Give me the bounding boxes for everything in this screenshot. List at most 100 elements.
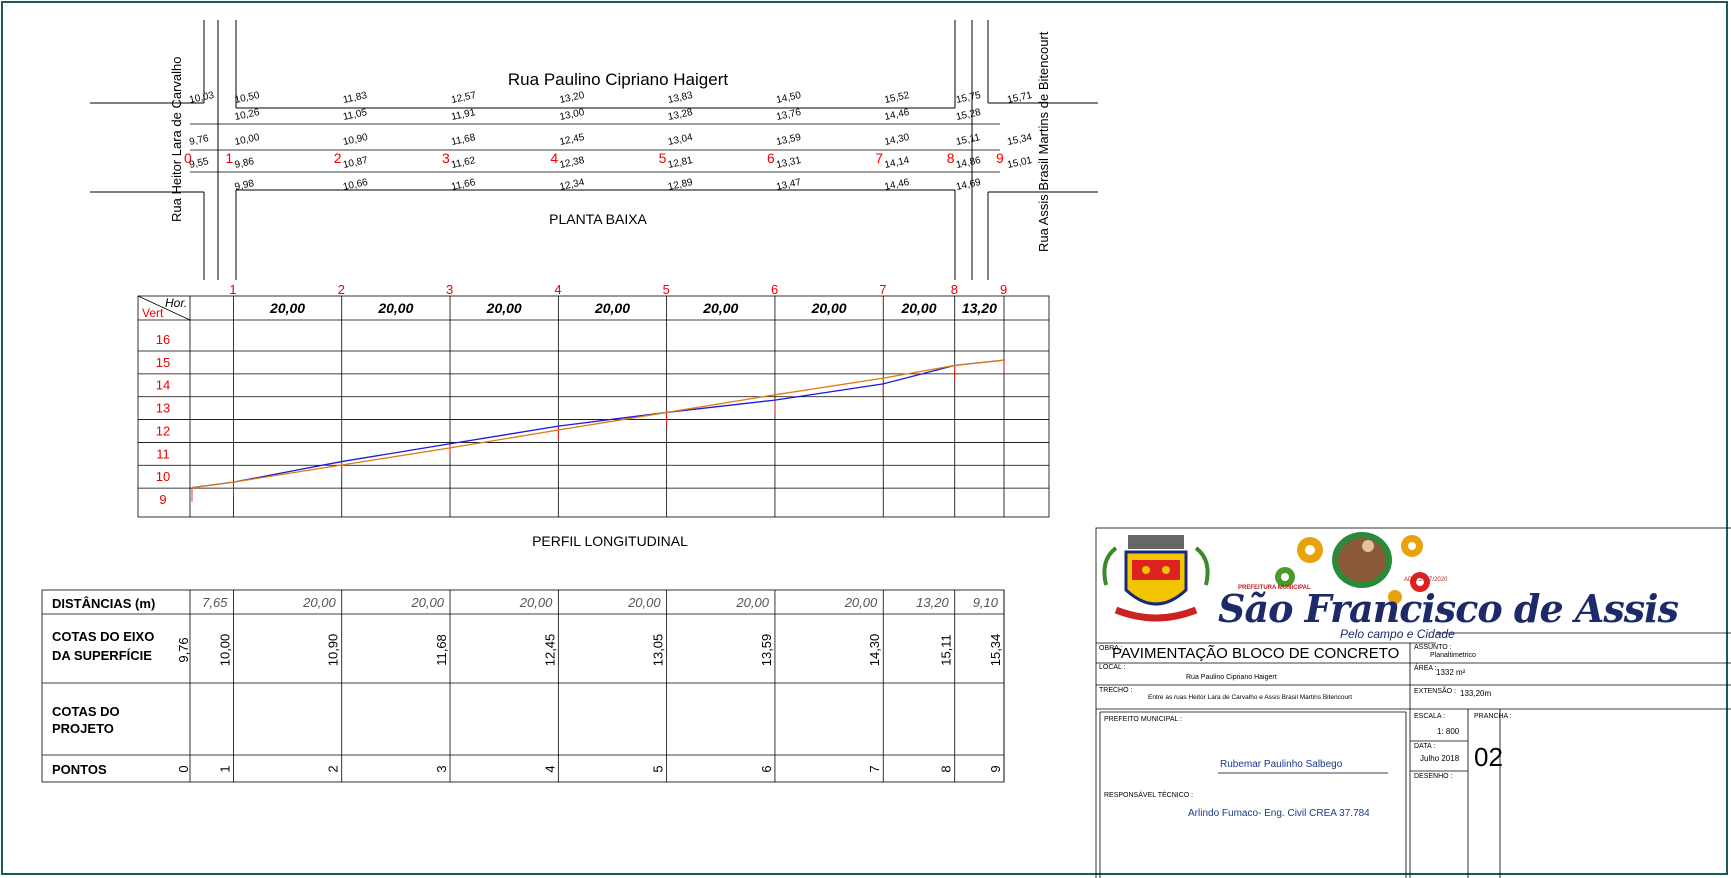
tb-extensao-value: 133,20m bbox=[1460, 689, 1492, 698]
profile-interval-label: 20,00 bbox=[811, 300, 847, 316]
plan-elevation-label: 10,66 bbox=[342, 177, 369, 193]
table-surface-value: 14,30 bbox=[867, 634, 882, 667]
plan-elevation-label: 13,76 bbox=[775, 107, 802, 123]
plan-lot-lines bbox=[190, 123, 1000, 173]
plan-station-number: 7 bbox=[875, 150, 883, 166]
plan-elevation-label: 13,83 bbox=[667, 90, 694, 106]
table-surface-value: 11,68 bbox=[434, 634, 449, 666]
plan-elevation-label: 13,04 bbox=[667, 132, 694, 148]
table-distance-value: 20,00 bbox=[844, 595, 878, 610]
plan-elevation-label: 10,26 bbox=[234, 107, 261, 123]
profile-interval-label: 20,00 bbox=[269, 300, 305, 316]
profile-horizontal-gridlines bbox=[138, 350, 1049, 489]
table-label-surface: COTAS DO EIXO DA SUPERFÍCIE bbox=[52, 629, 158, 663]
profile-interval-label: 20,00 bbox=[377, 300, 413, 316]
plan-elevation-label: 14,14 bbox=[884, 155, 911, 171]
plan-elevation-label: 10,50 bbox=[234, 90, 261, 106]
table-point-value: 4 bbox=[542, 765, 557, 772]
logo-pm-label: PREFEITURA MUNICIPAL bbox=[1238, 585, 1311, 591]
plan-elevation-label: 11,62 bbox=[450, 155, 476, 171]
table-distance-value: 7,65 bbox=[202, 595, 228, 610]
plan-elevation-label: 14,69 bbox=[955, 177, 982, 193]
plan-elevation-label: 12,45 bbox=[559, 132, 586, 148]
table-surface-value: 15,34 bbox=[988, 634, 1003, 667]
table-distance-value: 20,00 bbox=[519, 595, 553, 610]
table-surface-value: 9,76 bbox=[176, 637, 191, 662]
profile-station-number: 4 bbox=[554, 282, 561, 297]
plan-elevation-label: 10,00 bbox=[234, 132, 261, 148]
profile-interval-label: 20,00 bbox=[702, 300, 738, 316]
plan-station-number: 0 bbox=[184, 150, 192, 166]
saint-figure-icon bbox=[1332, 532, 1392, 588]
plan-elevation-label: 13,20 bbox=[559, 90, 586, 106]
plan-station-number: 6 bbox=[767, 150, 775, 166]
tb-desenho-label: DESENHO : bbox=[1414, 773, 1453, 780]
profile-y-tick: 15 bbox=[156, 355, 170, 370]
table-point-value: 3 bbox=[434, 765, 449, 772]
plan-station-number: 5 bbox=[659, 150, 667, 166]
profile-y-tick: 14 bbox=[156, 378, 170, 393]
plan-elevation-label: 12,81 bbox=[667, 155, 694, 171]
profile-y-tick: 11 bbox=[156, 446, 170, 461]
plan-elevation-label: 14,86 bbox=[955, 155, 982, 171]
table-distance-value: 20,00 bbox=[302, 595, 336, 610]
profile-interval-label: 20,00 bbox=[900, 300, 936, 316]
plan-elevation-label: 15,01 bbox=[1006, 155, 1033, 171]
profile-grid bbox=[137, 295, 1050, 518]
table-surface-value: 10,90 bbox=[326, 634, 341, 667]
tb-prefeito-label: PREFEITO MUNICIPAL : bbox=[1104, 716, 1183, 723]
tb-obra-label: OBRA : bbox=[1099, 645, 1123, 652]
plan-elevation-label: 11,05 bbox=[342, 107, 368, 123]
plan-elevation-label: 14,50 bbox=[775, 90, 802, 106]
plan-elevation-label: 14,30 bbox=[884, 132, 911, 148]
profile-interval-label: 20,00 bbox=[594, 300, 630, 316]
tb-responsavel-value: Arlindo Fumaco- Eng. Civil CREA 37.784 bbox=[1188, 808, 1370, 819]
plan-station-number: 9 bbox=[996, 150, 1004, 166]
profile-vert-label: Vert bbox=[142, 306, 164, 320]
plan-elevation-label: 14,46 bbox=[884, 107, 911, 123]
plan-elevation-label: 11,83 bbox=[342, 90, 368, 106]
plan-elevation-label: 13,47 bbox=[775, 177, 802, 193]
municipal-coat-of-arms-icon bbox=[1102, 535, 1210, 622]
tb-trecho-label: TRECHO : bbox=[1099, 687, 1133, 694]
table-point-value: 1 bbox=[217, 765, 232, 772]
table-distance-value: 20,00 bbox=[627, 595, 661, 610]
profile-y-tick: 16 bbox=[156, 332, 170, 347]
plan-elevation-label: 12,38 bbox=[559, 155, 586, 171]
plan-elevation-label: 15,28 bbox=[955, 107, 982, 123]
profile-station-number: 7 bbox=[879, 282, 886, 297]
plan-station-number: 3 bbox=[442, 150, 450, 166]
data-table-columns bbox=[233, 590, 1005, 782]
gear-icon bbox=[1275, 535, 1430, 604]
tb-data-value: Julho 2018 bbox=[1420, 754, 1460, 763]
plan-station-number: 4 bbox=[550, 150, 558, 166]
profile-station-number: 2 bbox=[338, 282, 345, 297]
tb-area-value: 1332 m² bbox=[1436, 668, 1466, 677]
tb-local-value: Rua Paulino Cipriano Haigert bbox=[1186, 674, 1277, 681]
profile-y-tick: 10 bbox=[156, 469, 170, 484]
street-label-left: Rua Heitor Lara de Carvalho bbox=[169, 57, 184, 222]
plan-elevation-label: 12,34 bbox=[559, 177, 586, 193]
plan-elevation-label: 12,89 bbox=[667, 177, 694, 193]
plan-elevation-label: 9,55 bbox=[188, 156, 210, 171]
table-point-value: 6 bbox=[759, 765, 774, 772]
plan-elevation-label: 11,66 bbox=[450, 177, 476, 193]
table-point-value: 2 bbox=[326, 765, 341, 772]
profile-station-number: 8 bbox=[951, 282, 958, 297]
table-label-project: COTAS DO PROJETO bbox=[52, 704, 123, 736]
title-block-grid bbox=[1095, 527, 1731, 878]
logo-municipality-name: São Francisco de Assis bbox=[1218, 586, 1679, 631]
tb-area-label: ÁREA : bbox=[1414, 665, 1437, 672]
tb-extensao-label: EXTENSÃO : bbox=[1414, 688, 1457, 695]
profile-hor-label: Hor. bbox=[165, 296, 187, 310]
profile-y-tick: 12 bbox=[156, 423, 170, 438]
table-point-value: 5 bbox=[651, 765, 666, 772]
plan-elevation-label: 13,00 bbox=[559, 107, 586, 123]
